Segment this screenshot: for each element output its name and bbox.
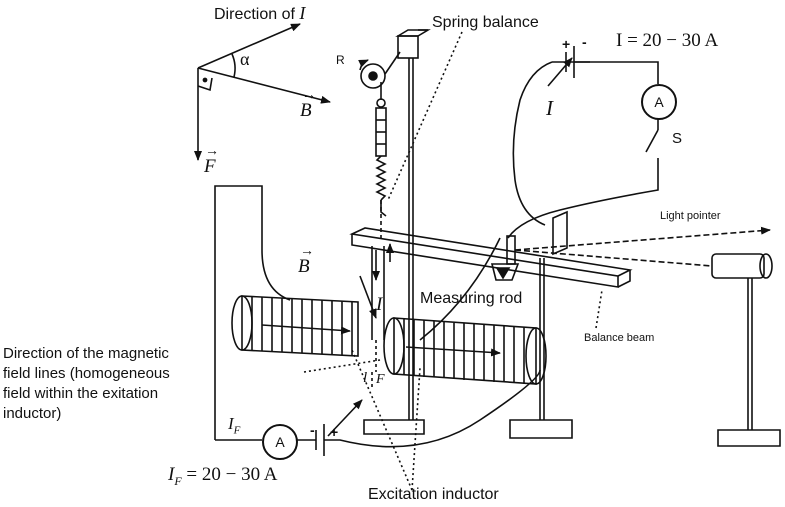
rod-base <box>363 419 425 435</box>
measuring-rod <box>371 243 394 390</box>
balance-beam-label: Balance beam <box>584 332 655 344</box>
excitation-circuit <box>214 185 541 456</box>
field-lines-description: Direction of the magnetic field lines (h… <box>3 345 170 422</box>
plus-sign-bottom: + <box>330 424 339 440</box>
I-side-label: I <box>546 96 553 120</box>
I-F-value-symbol: I <box>168 464 175 485</box>
balance-beam <box>349 210 633 288</box>
I-F-subscript: F <box>233 424 241 437</box>
R-label: R <box>336 53 345 67</box>
B-vector-mid-label: → B <box>298 244 314 277</box>
beam-stand <box>509 258 573 439</box>
l-length-label: l <box>363 370 368 386</box>
excitation-coil-right <box>383 317 547 385</box>
light-pointer-label: Light pointer <box>660 210 721 222</box>
measuring-rod-label: Measuring rod <box>420 290 523 307</box>
I-F-symbol: I <box>228 414 234 433</box>
excitation-coil-left <box>231 295 359 357</box>
I-F-value-subscript: F <box>174 473 182 488</box>
minus-sign-top: - <box>582 34 587 50</box>
leader-lines <box>303 31 603 491</box>
switch-S-label: S <box>672 130 683 147</box>
spring-balance-stand <box>358 29 431 420</box>
light-pointer <box>514 226 781 447</box>
plus-sign-top: + <box>562 36 571 52</box>
F-vector-symbol: F <box>204 156 216 177</box>
I-F-label: IF <box>228 414 240 436</box>
excitation-inductor-label: Excitation inductor <box>368 486 499 503</box>
B-vector-top-symbol: B <box>300 100 312 121</box>
I-F-value-text: = 20 − 30 A <box>186 464 278 485</box>
direction-of-I-label: Direction of I <box>214 3 305 24</box>
spring-balance-label: Spring balance <box>432 14 539 31</box>
direction-of-I-text: Direction of <box>214 6 295 23</box>
F-small-label: F <box>376 372 385 387</box>
ammeter-rod-circuit: A <box>641 84 677 120</box>
vector-triangle <box>194 23 331 161</box>
direction-of-I-symbol: I <box>299 3 306 23</box>
B-vector-mid-symbol: B <box>298 256 310 277</box>
rod-circuit <box>419 46 659 341</box>
I-F-value-label: IF = 20 − 30 A <box>168 464 278 489</box>
F-vector-label: → F <box>204 144 219 177</box>
current-I-value-label: I = 20 − 30 A <box>616 30 719 51</box>
B-vector-top-label: → B <box>300 88 316 121</box>
ammeter-excitation-circuit: A <box>262 424 298 460</box>
minus-sign-bottom: - <box>310 422 315 438</box>
I-rod-label: I <box>376 294 383 315</box>
alpha-angle-label: α <box>240 49 250 69</box>
